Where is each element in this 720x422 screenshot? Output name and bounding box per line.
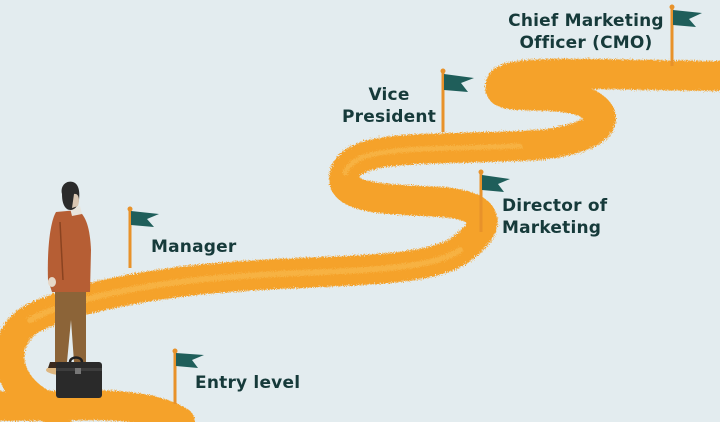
label-director-of-marketing: Director of Marketing [502,195,607,239]
flag-manager [127,206,159,268]
label-entry-level: Entry level [195,373,301,393]
flag-director [478,169,510,232]
person-figure [46,181,98,376]
label-director-line-1: Director of [502,196,608,216]
label-manager: Manager [151,237,237,257]
flag-cmo [669,4,702,66]
label-director-line-2: Marketing [502,218,602,238]
label-vp-line-2: President [341,107,437,127]
label-vice-president: Vice President [334,84,444,128]
label-cmo-line-1: Chief Marketing [508,11,664,31]
label-vp-line-1: Vice [368,85,410,105]
flag-entry-level [172,348,204,404]
briefcase [56,356,102,398]
flag-vice-president [440,68,474,132]
label-cmo-line-2: Officer (CMO) [519,33,653,53]
label-chief-marketing-officer: Chief Marketing Officer (CMO) [500,10,672,54]
